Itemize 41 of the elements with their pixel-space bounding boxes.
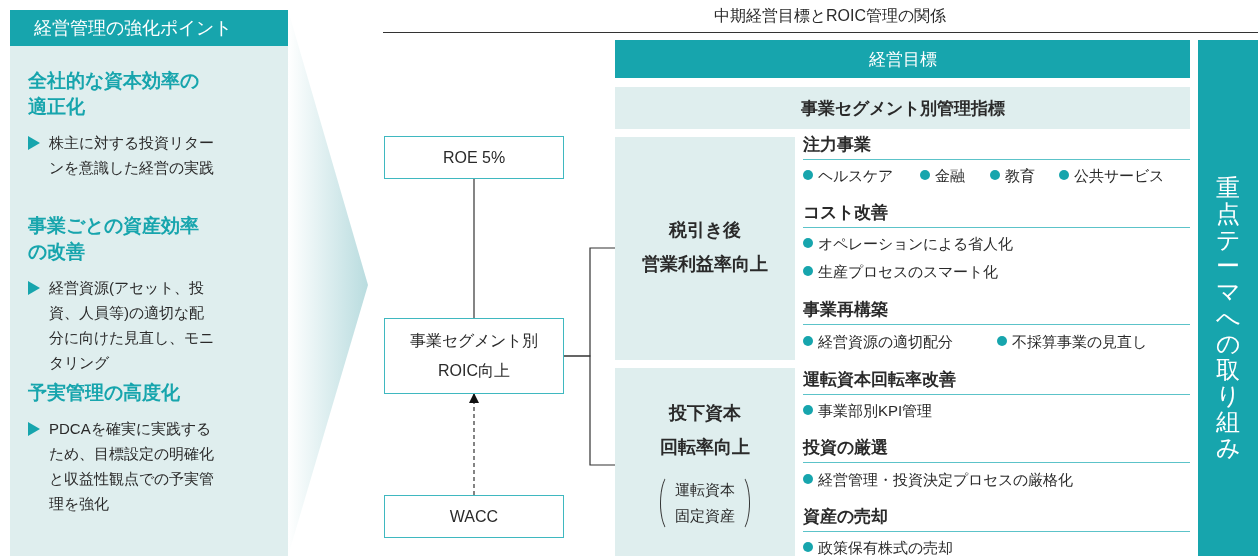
section-text: 経営資源(アセット、投資、人員等)の適切な配分に向けた見直し、モニタリング — [49, 279, 214, 371]
metric-text: 税引き後営業利益率向上 — [641, 219, 769, 276]
metric-box — [615, 137, 795, 360]
bullet-item: 政策保有株式の売却 — [803, 538, 953, 556]
header-band: 経営目標 — [615, 40, 1190, 78]
theme-heading: 資産の売却 — [803, 506, 1190, 532]
theme-heading: 運転資本回転率改善 — [803, 369, 1190, 395]
bullet-item: ヘルスケア — [803, 166, 893, 186]
metric-text: 投下資本回転率向上 — [659, 402, 751, 459]
bullet-item: 金融 — [920, 166, 965, 186]
bullet-item: 不採算事業の見直し — [997, 332, 1147, 352]
theme-heading: 注力事業 — [803, 134, 1190, 160]
theme-heading: 投資の厳選 — [803, 437, 1190, 463]
bullet-item: 生産プロセスのスマート化 — [803, 262, 998, 282]
bullet-item: 経営管理・投資決定プロセスの厳格化 — [803, 470, 1073, 490]
bullet-item: オペレーションによる省人化 — [803, 234, 1013, 254]
diagram-title: 中期経営目標とROIC管理の関係 — [713, 6, 947, 26]
metric-box — [615, 368, 795, 556]
section-heading: 予実管理の高度化 — [28, 381, 181, 405]
section-heading: 全社的な資本効率の適正化 — [28, 69, 200, 119]
panel-card — [10, 10, 288, 556]
process-box: WACC — [384, 495, 564, 538]
connector-line — [473, 178, 475, 319]
bracketed-note: 運転資本固定資産 — [660, 474, 750, 532]
arrow — [469, 393, 479, 496]
section-heading: 事業ごとの資産効率の改善 — [28, 214, 200, 264]
panel-heading: 経営管理の強化ポイント — [10, 10, 288, 46]
bullet-item: 公共サービス — [1059, 166, 1164, 186]
process-box: ROE 5% — [384, 136, 564, 179]
header-band: 事業セグメント別管理指標 — [615, 87, 1190, 129]
process-box: 事業セグメント別ROIC向上 — [384, 318, 564, 394]
bullet-item: 事業部別KPI管理 — [803, 401, 933, 421]
theme-heading: コスト改善 — [803, 202, 1190, 228]
bullet-item: 教育 — [990, 166, 1035, 186]
side-band — [1198, 40, 1258, 556]
section-text: PDCAを確実に実践するため、目標設定の明確化と収益性観点での予実管理を強化 — [49, 420, 214, 512]
section-text: 株主に対する投資リターンを意識した経営の実践 — [49, 134, 214, 176]
side-band-text: 重点テーマへの取り組み — [1215, 175, 1241, 461]
theme-heading: 事業再構築 — [803, 299, 1190, 325]
bullet-item: 経営資源の適切配分 — [803, 332, 953, 352]
connector-line — [563, 355, 616, 466]
